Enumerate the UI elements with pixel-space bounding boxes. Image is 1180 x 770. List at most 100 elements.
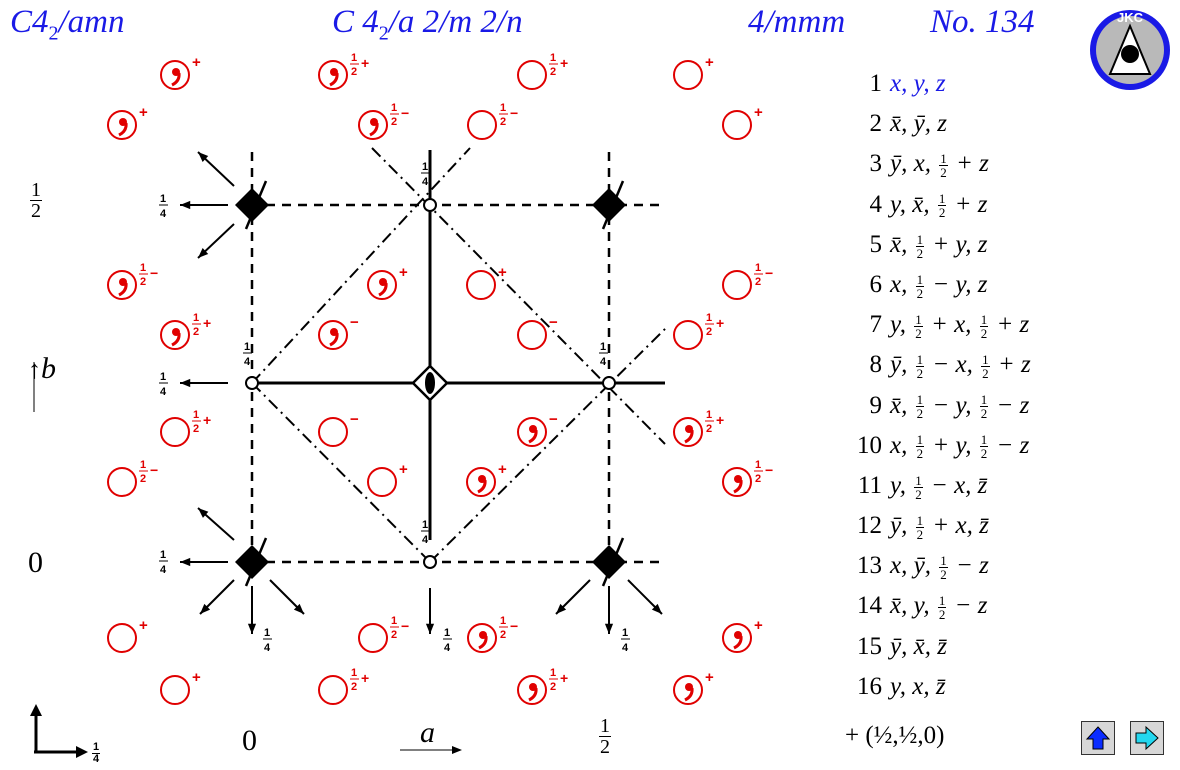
height-label: 2: [391, 629, 397, 641]
jkc-logo: JKC: [1090, 10, 1170, 90]
height-label: 1: [351, 667, 357, 679]
height-label: 2: [500, 629, 506, 641]
height-label: +: [361, 55, 369, 71]
height-label: 2: [351, 681, 357, 693]
operator-expression: x̄, ȳ, z: [890, 110, 947, 138]
height-label: 1: [140, 459, 146, 471]
y-zero-label: 0: [28, 546, 43, 579]
height-label: 1: [264, 627, 270, 639]
height-label: 4: [264, 642, 271, 654]
comma-mark: [733, 635, 743, 650]
height-label: 2: [391, 116, 397, 128]
general-position-circle: [467, 623, 497, 653]
comma-mark: [329, 72, 339, 87]
general-position-circle: [517, 675, 547, 705]
operator-number: 12: [857, 512, 882, 540]
height-label: +: [203, 412, 211, 428]
space-group-number: No. 134: [930, 4, 1035, 40]
comma-mark: [478, 635, 488, 650]
height-label: +: [754, 104, 763, 121]
comma-mark: [733, 479, 743, 494]
height-label: 1: [422, 161, 428, 173]
height-label: +: [203, 315, 211, 331]
height-label: −: [765, 462, 773, 478]
general-position-circle: [466, 270, 496, 300]
arrowhead: [452, 746, 462, 754]
height-label: +: [716, 412, 724, 428]
general-position-circle: [673, 417, 703, 447]
height-label: −: [549, 411, 558, 428]
comma-mark: [528, 687, 538, 702]
screw-slash: [244, 537, 268, 587]
height-label: +: [716, 315, 724, 331]
height-label: 4: [422, 176, 429, 188]
a-axis-label: a: [420, 716, 435, 749]
height-label: +: [139, 617, 148, 634]
diagonal-glide-plane: [429, 325, 669, 563]
height-label: −: [350, 411, 359, 428]
inversion-center: [602, 376, 616, 390]
height-label: 1: [160, 371, 166, 383]
screw-slash: [601, 537, 625, 587]
height-label: 2: [706, 423, 712, 435]
height-label: 1: [160, 193, 166, 205]
height-label: 4: [444, 642, 451, 654]
diagonal-glide-plane: [251, 382, 431, 563]
arrowhead: [247, 623, 257, 634]
svg-text:JKC: JKC: [1117, 10, 1144, 25]
operator-number: 13: [857, 552, 882, 580]
comma-mark: [171, 72, 181, 87]
height-label: +: [560, 55, 568, 71]
operator-number: 15: [857, 632, 882, 660]
operator-number: 3: [869, 150, 883, 178]
general-position-circle: [318, 320, 348, 350]
height-label: +: [192, 54, 201, 71]
general-position-circle: [107, 467, 137, 497]
general-position-circle: [160, 417, 190, 447]
up-button[interactable]: [1081, 721, 1115, 755]
comma-mark: [684, 687, 694, 702]
height-label: 1: [391, 102, 397, 114]
operator-number: 7: [869, 311, 883, 339]
height-label: 2: [706, 326, 712, 338]
height-label: −: [765, 265, 773, 281]
operator-number: 9: [869, 391, 883, 419]
height-label: 4: [160, 564, 167, 576]
height-label: +: [399, 264, 408, 281]
height-label: 1: [444, 627, 450, 639]
comma-mark: [329, 332, 339, 347]
symmetry-diagram: 14141414141414141414+12+12+++12−12−+++12…: [30, 52, 773, 758]
height-label: 1: [500, 102, 506, 114]
operator-expression: ȳ, x̄, z̄: [890, 632, 947, 660]
general-position-circle: [467, 110, 497, 140]
inversion-center: [423, 555, 437, 569]
next-button[interactable]: [1130, 721, 1164, 755]
operator-number: 2: [869, 110, 883, 138]
height-label: +: [754, 617, 763, 634]
height-label: +: [705, 669, 714, 686]
diagonal-glide-plane: [371, 147, 666, 445]
general-position-circle: [722, 110, 752, 140]
height-label: +: [192, 669, 201, 686]
height-label: 4: [600, 356, 607, 368]
arrowhead: [180, 200, 191, 210]
short-symbol: C42/amn: [10, 4, 125, 45]
